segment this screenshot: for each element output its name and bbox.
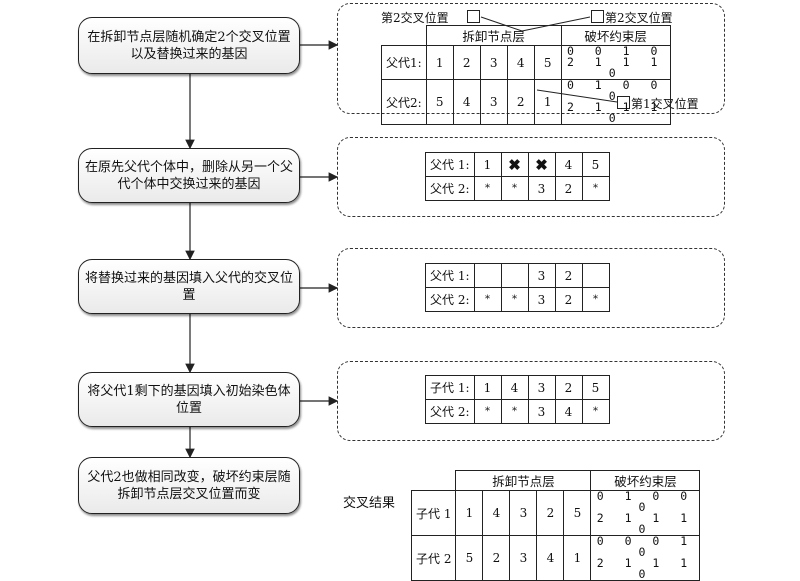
panel-3 bbox=[337, 248, 725, 328]
row-label: 子代 2 bbox=[410, 535, 457, 581]
gene-cell: 4 bbox=[554, 399, 583, 424]
gene-cell: 2 bbox=[554, 176, 583, 201]
row-label: 父代1: bbox=[381, 45, 427, 80]
step-4-text: 将父代1剩下的基因填入初始染色体位置 bbox=[87, 383, 291, 416]
gene-cell: 4 bbox=[500, 375, 529, 400]
step-3-text: 将替换过来的基因填入父代的交叉位置 bbox=[85, 270, 294, 303]
gene-cell: 5 bbox=[581, 152, 610, 177]
gene-cell: 1 bbox=[455, 490, 484, 536]
gene-cell: 3 bbox=[509, 490, 538, 536]
row-label: 父代 1: bbox=[425, 263, 475, 288]
gene-cell: 1 bbox=[473, 375, 502, 400]
panel-2 bbox=[337, 137, 725, 217]
step-1-box: 在拆卸节点层随机确定2个交叉位置以及替换过来的基因 bbox=[78, 17, 300, 74]
gene-cell: 2 bbox=[482, 535, 511, 581]
step-1-text: 在拆卸节点层随机确定2个交叉位置以及替换过来的基因 bbox=[87, 29, 291, 62]
step-2-text: 在原先父代个体中，删除从另一个父代个体中交换过来的基因 bbox=[85, 159, 294, 192]
header-constraint: 破坏约束层 bbox=[560, 25, 671, 46]
gene-cell bbox=[500, 263, 529, 288]
gene-cell bbox=[473, 263, 502, 288]
panel-2-table: 父代 1: 1 ✖ ✖ 4 5 父代 2: * * 3 2 * bbox=[425, 152, 610, 201]
bits-line: 0 1 0 0 0 bbox=[596, 489, 695, 514]
panel-4 bbox=[337, 361, 725, 441]
deleted-gene-icon: ✖ bbox=[500, 152, 529, 177]
result-header-disassembly: 拆卸节点层 bbox=[455, 470, 592, 491]
gene-cell: 2 bbox=[536, 490, 565, 536]
bits-line: 2 1 1 1 0 bbox=[566, 100, 665, 125]
row-label: 子代 1: bbox=[425, 375, 475, 400]
gene-cell: * bbox=[473, 287, 502, 312]
callout-box-pos2-left bbox=[467, 10, 480, 23]
row-label: 父代 1: bbox=[425, 152, 475, 177]
gene-cell: 4 bbox=[506, 45, 535, 80]
gene-cell: * bbox=[500, 176, 529, 201]
row-label: 父代2: bbox=[381, 79, 427, 125]
gene-cell: * bbox=[581, 399, 610, 424]
row-label: 父代 2: bbox=[425, 176, 475, 201]
gene-cell: 3 bbox=[479, 45, 508, 80]
step-4-box: 将父代1剩下的基因填入初始染色体位置 bbox=[78, 372, 300, 427]
gene-cell: 4 bbox=[536, 535, 565, 581]
panel-3-table: 父代 1: 3 2 父代 2: * * 3 2 * bbox=[425, 263, 610, 312]
gene-cell: 1 bbox=[425, 45, 454, 80]
bits-line: 2 1 1 1 0 bbox=[596, 511, 695, 536]
gene-cell: 3 bbox=[527, 263, 556, 288]
deleted-gene-icon: ✖ bbox=[527, 152, 556, 177]
gene-cell: 4 bbox=[482, 490, 511, 536]
gene-cell: 2 bbox=[452, 45, 481, 80]
gene-cell bbox=[581, 263, 610, 288]
callout-pos2-left: 第2交叉位置 bbox=[381, 11, 449, 25]
gene-cell: * bbox=[500, 287, 529, 312]
bits-line: 0 1 0 0 0 bbox=[566, 78, 665, 103]
gene-cell: * bbox=[581, 287, 610, 312]
bits-line: 0 0 0 1 0 bbox=[596, 534, 695, 559]
gene-cell: 1 bbox=[473, 152, 502, 177]
bits-line: 0 0 1 0 bbox=[566, 44, 665, 58]
gene-cell: 2 bbox=[506, 79, 535, 125]
step-3-box: 将替换过来的基因填入父代的交叉位置 bbox=[78, 259, 300, 314]
step-5-text: 父代2也做相同改变，破坏约束层随拆卸节点层交叉位置而变 bbox=[87, 469, 291, 502]
gene-cell: 3 bbox=[527, 399, 556, 424]
gene-cell: 3 bbox=[527, 176, 556, 201]
gene-cell: 3 bbox=[479, 79, 508, 125]
gene-cell: 5 bbox=[425, 79, 454, 125]
row-label: 父代 2: bbox=[425, 287, 475, 312]
gene-cell: 3 bbox=[527, 375, 556, 400]
callout-pos2-right: 第2交叉位置 bbox=[605, 11, 673, 25]
row-label: 子代 1 bbox=[410, 490, 457, 536]
bits-line: 2 1 1 1 0 bbox=[596, 556, 695, 581]
gene-cell: * bbox=[473, 176, 502, 201]
callout-box-pos2-right bbox=[591, 10, 604, 23]
row-label: 父代 2: bbox=[425, 399, 475, 424]
gene-cell: 2 bbox=[554, 287, 583, 312]
result-label: 交叉结果 bbox=[343, 496, 396, 511]
result-header-constraint: 破坏约束层 bbox=[590, 470, 701, 491]
gene-cell: 4 bbox=[554, 152, 583, 177]
gene-cell: 3 bbox=[527, 287, 556, 312]
bits-line: 2 1 1 1 0 bbox=[566, 55, 665, 80]
step-2-box: 在原先父代个体中，删除从另一个父代个体中交换过来的基因 bbox=[78, 148, 300, 203]
gene-cell: 1 bbox=[563, 535, 592, 581]
gene-cell: 5 bbox=[563, 490, 592, 536]
gene-cell: * bbox=[473, 399, 502, 424]
gene-cell: * bbox=[581, 176, 610, 201]
gene-cell: 5 bbox=[581, 375, 610, 400]
gene-cell: 2 bbox=[554, 375, 583, 400]
header-disassembly: 拆卸节点层 bbox=[425, 25, 562, 46]
step-5-box: 父代2也做相同改变，破坏约束层随拆卸节点层交叉位置而变 bbox=[78, 457, 300, 514]
gene-cell: 5 bbox=[533, 45, 562, 80]
gene-cell: * bbox=[500, 399, 529, 424]
gene-cell: 2 bbox=[554, 263, 583, 288]
panel-4-table: 子代 1: 1 4 3 2 5 父代 2: * * 3 4 * bbox=[425, 375, 610, 424]
gene-cell: 4 bbox=[452, 79, 481, 125]
gene-cell: 1 bbox=[533, 79, 562, 125]
gene-cell: 5 bbox=[455, 535, 484, 581]
gene-cell: 3 bbox=[509, 535, 538, 581]
